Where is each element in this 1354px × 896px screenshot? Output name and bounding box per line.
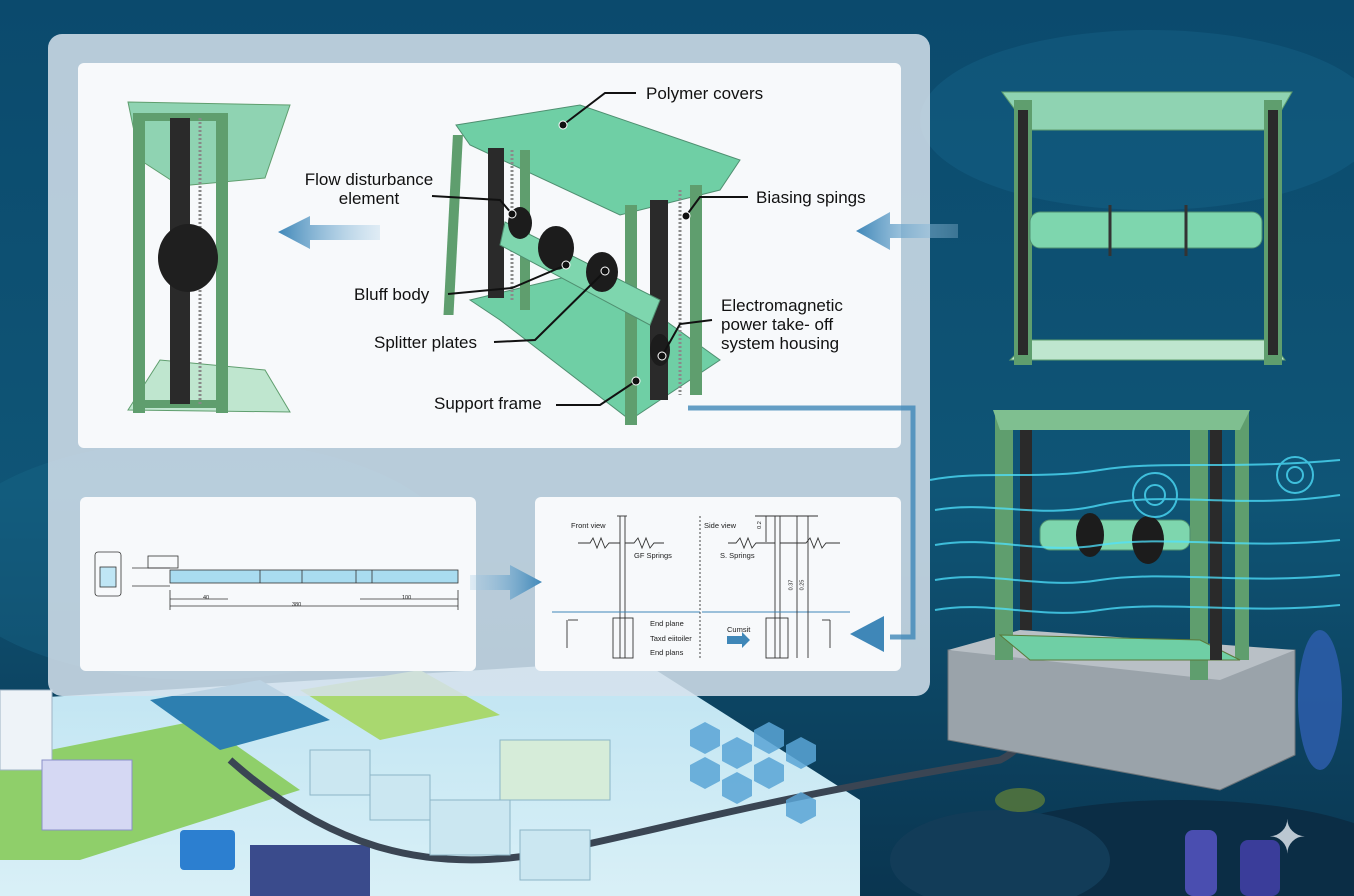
current-arrow [727, 632, 750, 648]
flume-dim-100: 100 [402, 595, 412, 601]
dim-b-label: 0.37 [788, 579, 795, 591]
label-em-line2: power take- off [721, 315, 834, 334]
flume-dim-40: 40 [203, 595, 210, 601]
flume-schematic-card [80, 497, 476, 671]
dim-a-label: 0.2 [756, 521, 763, 529]
label-em-power-takeoff: Electromagnetic power take- off system h… [721, 296, 843, 353]
label-bluff-body: Bluff body [354, 285, 430, 304]
front-view-device [1001, 91, 1293, 365]
deployed-device [947, 410, 1296, 791]
spring-schematic-card [535, 497, 901, 671]
label-flow-disturbance-line1: Flow disturbance [304, 170, 434, 189]
flume-dim-380: 380 [292, 602, 302, 608]
end-plate-top-label: End plane [650, 619, 684, 628]
label-flow-disturbance: Flow disturbance element [296, 170, 442, 208]
connector-line [688, 405, 916, 640]
leader-lines [431, 92, 748, 406]
label-em-line1: Electromagnetic [721, 296, 843, 315]
current-label: Cumsit [727, 625, 751, 634]
dim-c-label: 0.25 [799, 579, 806, 591]
label-polymer-covers: Polymer covers [646, 84, 764, 103]
spring-drawing [552, 515, 850, 660]
end-plate-bottom-label: End plans [650, 648, 684, 657]
side-view-device [127, 101, 291, 413]
gf-springs-label: GF Springs [634, 551, 672, 560]
reef-illustration [890, 630, 1354, 896]
tail-element-label: Taxd eiitoiler [650, 634, 692, 643]
label-biasing-springs: Biasing spings [756, 188, 866, 207]
arrow-to-side-view [278, 216, 380, 249]
side-view-label: Side view [704, 521, 737, 530]
label-splitter-plates: Splitter plates [374, 333, 477, 352]
connector-arrowhead [850, 616, 884, 652]
arrow-flume-to-spring [470, 565, 542, 600]
sparkle-icon: ✦ [1268, 811, 1307, 863]
label-em-line3: system housing [721, 334, 840, 353]
label-support-frame: Support frame [434, 394, 542, 413]
s-springs-label: S. Springs [720, 551, 755, 560]
flume-drawing [94, 551, 459, 610]
arrow-from-front-view [856, 212, 958, 250]
front-view-label: Front view [571, 521, 606, 530]
label-flow-disturbance-line2: element [338, 189, 400, 208]
leader-dots [507, 120, 691, 386]
flow-streamlines [929, 456, 1341, 614]
